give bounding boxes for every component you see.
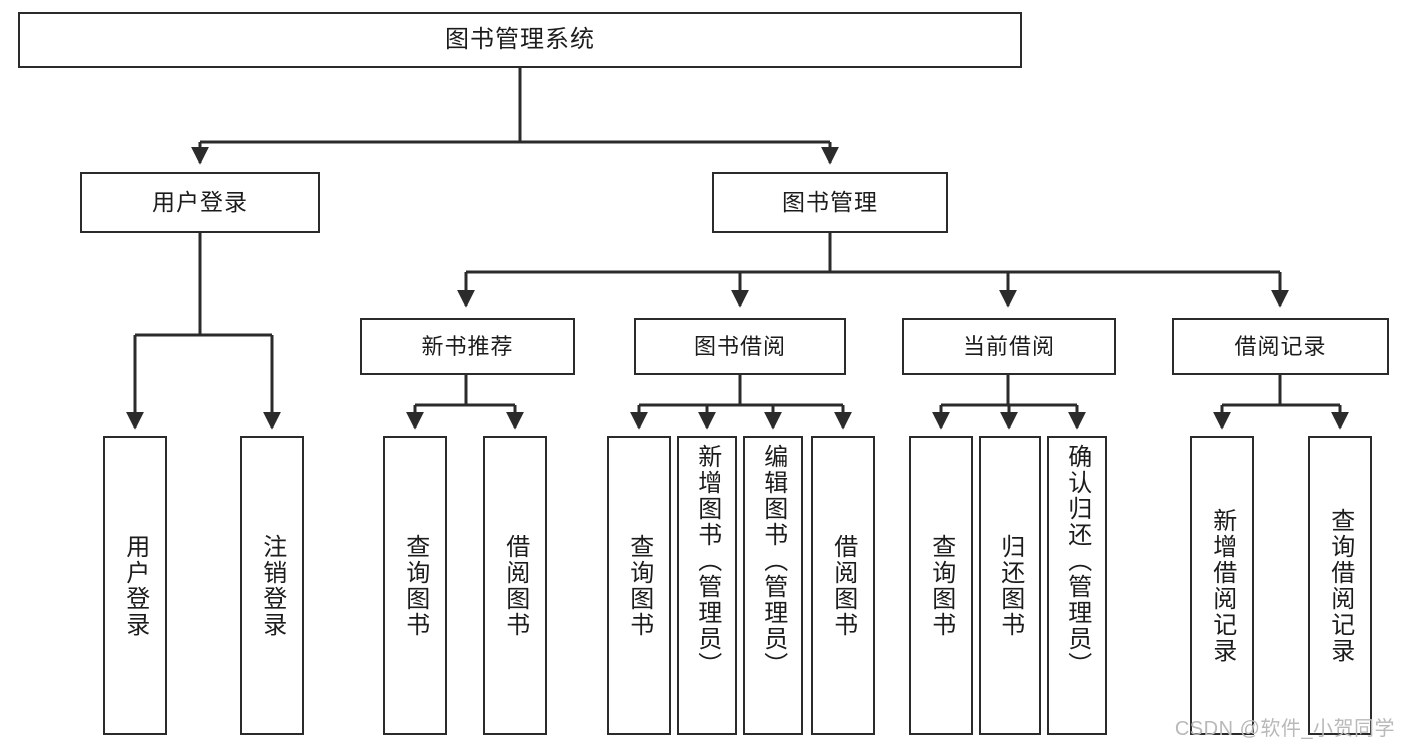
node-label: 查询借阅记录 bbox=[1326, 507, 1354, 664]
node-label: 确认归还（管理员） bbox=[1063, 444, 1091, 678]
node-label: 注销登录 bbox=[258, 533, 286, 638]
node-leaf-query-book-1[interactable]: 查询图书 bbox=[383, 436, 447, 735]
node-current-borrow[interactable]: 当前借阅 bbox=[902, 318, 1116, 375]
node-leaf-query-record[interactable]: 查询借阅记录 bbox=[1308, 436, 1372, 735]
node-leaf-query-book-3[interactable]: 查询图书 bbox=[909, 436, 973, 735]
node-label: 当前借阅 bbox=[962, 333, 1055, 359]
node-label: 查询图书 bbox=[927, 533, 955, 638]
node-label: 借阅图书 bbox=[501, 533, 529, 638]
node-label: 图书管理系统 bbox=[445, 26, 595, 54]
node-new-book-recommend[interactable]: 新书推荐 bbox=[360, 318, 575, 375]
node-label: 用户登录 bbox=[121, 533, 149, 638]
node-label: 用户登录 bbox=[152, 189, 248, 216]
node-label: 新增图书（管理员） bbox=[693, 444, 721, 678]
node-book-manage[interactable]: 图书管理 bbox=[712, 172, 948, 233]
node-label: 编辑图书（管理员） bbox=[759, 444, 787, 678]
node-root-system[interactable]: 图书管理系统 bbox=[18, 12, 1022, 68]
node-label: 归还图书 bbox=[996, 533, 1024, 638]
node-leaf-borrow-book-1[interactable]: 借阅图书 bbox=[483, 436, 547, 735]
node-leaf-return-book[interactable]: 归还图书 bbox=[979, 436, 1041, 735]
node-leaf-logout-login[interactable]: 注销登录 bbox=[240, 436, 304, 735]
node-label: 查询图书 bbox=[401, 533, 429, 638]
node-label: 借阅图书 bbox=[829, 533, 857, 638]
node-leaf-confirm-return[interactable]: 确认归还（管理员） bbox=[1047, 436, 1107, 735]
node-leaf-add-book[interactable]: 新增图书（管理员） bbox=[677, 436, 737, 735]
node-label: 图书管理 bbox=[782, 189, 878, 216]
node-leaf-add-record[interactable]: 新增借阅记录 bbox=[1190, 436, 1254, 735]
node-user-login[interactable]: 用户登录 bbox=[80, 172, 320, 233]
node-book-borrow[interactable]: 图书借阅 bbox=[634, 318, 846, 375]
node-leaf-borrow-book-2[interactable]: 借阅图书 bbox=[811, 436, 875, 735]
node-leaf-query-book-2[interactable]: 查询图书 bbox=[607, 436, 671, 735]
node-label: 新增借阅记录 bbox=[1208, 507, 1236, 664]
node-label: 新书推荐 bbox=[421, 333, 514, 359]
node-leaf-edit-book[interactable]: 编辑图书（管理员） bbox=[743, 436, 803, 735]
node-label: 图书借阅 bbox=[693, 333, 786, 359]
node-label: 查询图书 bbox=[625, 533, 653, 638]
node-borrow-record[interactable]: 借阅记录 bbox=[1172, 318, 1389, 375]
node-label: 借阅记录 bbox=[1234, 333, 1327, 359]
node-leaf-user-login[interactable]: 用户登录 bbox=[103, 436, 167, 735]
